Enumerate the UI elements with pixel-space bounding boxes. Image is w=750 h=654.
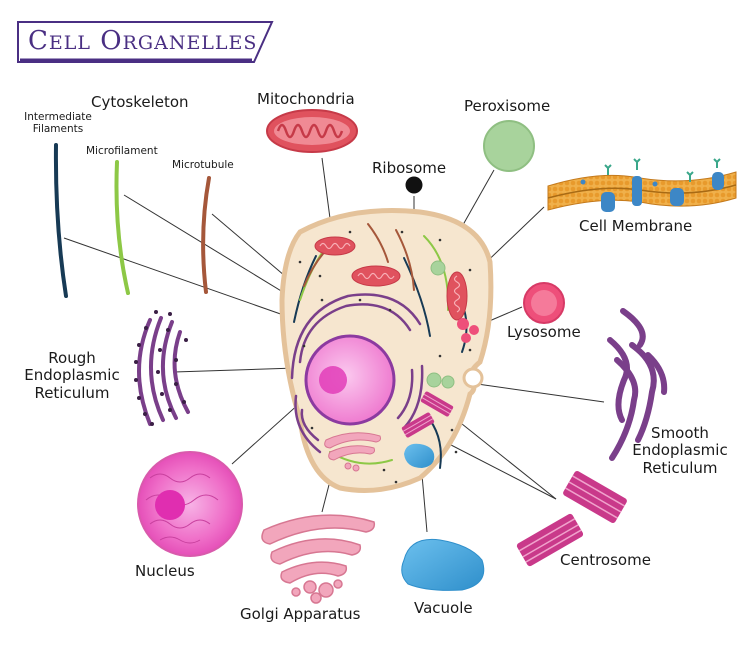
- peroxisome-circle: [483, 120, 535, 172]
- rough-er-ribosomes: [134, 310, 188, 426]
- label-intermediate-filaments: Intermediate Filaments: [24, 111, 92, 136]
- ribosome-dot: [405, 176, 423, 194]
- mitochondrion-large: [266, 109, 358, 153]
- microfilament-strand: [114, 160, 130, 295]
- title-box-frame: [17, 21, 274, 63]
- label-rough-er: Rough Endoplasmic Reticulum: [24, 349, 120, 402]
- centrosome-piece: [516, 470, 627, 567]
- intermediate-filament-strand: [53, 143, 68, 298]
- label-peroxisome: Peroxisome: [464, 97, 551, 115]
- label-mitochondria: Mitochondria: [257, 90, 355, 108]
- label-golgi-apparatus: Golgi Apparatus: [240, 605, 361, 623]
- microtubule-strand: [201, 176, 211, 294]
- label-cell-membrane: Cell Membrane: [579, 217, 693, 235]
- label-vacuole: Vacuole: [414, 599, 473, 617]
- cell-membrane-piece: [547, 158, 737, 212]
- golgi-piece: [261, 514, 376, 604]
- nucleus-large: [137, 451, 243, 557]
- leader-intermediate-filaments: [63, 237, 293, 319]
- label-microfilament: Microfilament: [86, 145, 158, 157]
- rough-er-piece: [137, 316, 190, 426]
- leader-rough-er: [173, 367, 297, 373]
- label-ribosome: Ribosome: [372, 159, 447, 177]
- vacuole-shape: [401, 538, 485, 591]
- label-cytoskeleton: Cytoskeleton: [91, 93, 189, 111]
- label-lysosome: Lysosome: [507, 323, 581, 341]
- lysosome-core: [531, 290, 557, 316]
- leader-microfilament: [123, 194, 297, 301]
- page-title: CELL ORGANELLES: [28, 26, 258, 56]
- label-microtubule: Microtubule: [172, 159, 234, 171]
- cell-body: [279, 208, 494, 493]
- label-smooth-er: Smooth Endoplasmic Reticulum: [632, 424, 728, 477]
- smooth-er-piece: [607, 308, 668, 461]
- label-centrosome: Centrosome: [560, 551, 651, 569]
- label-nucleus: Nucleus: [135, 562, 195, 580]
